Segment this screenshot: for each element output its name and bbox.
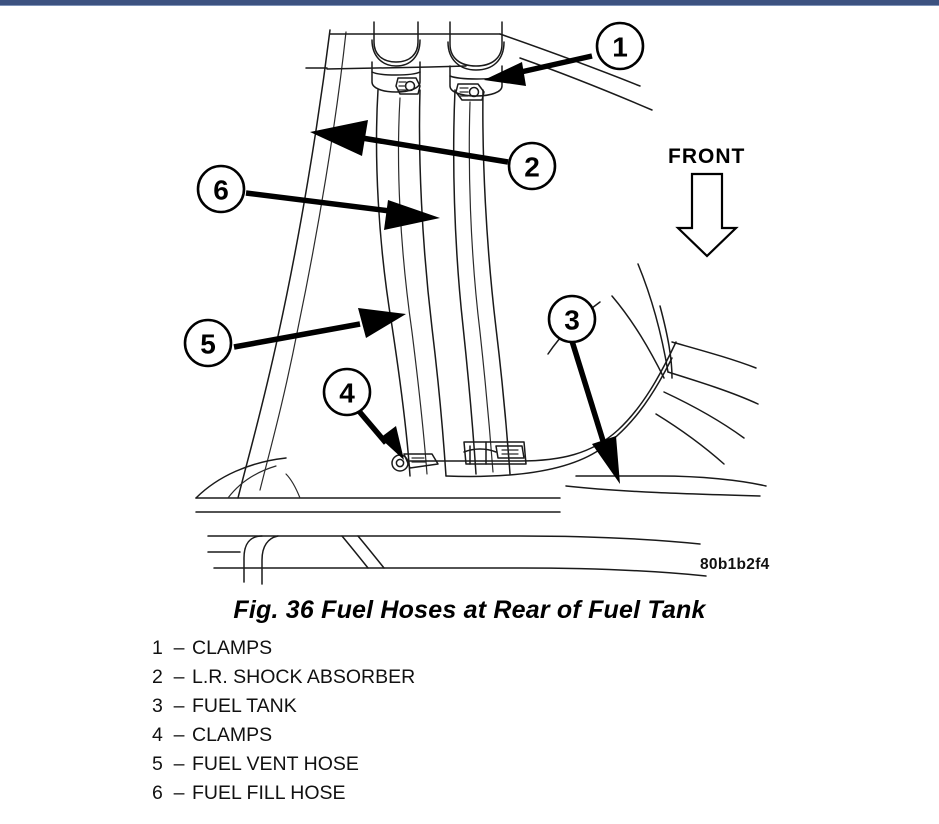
front-arrow-icon: [675, 172, 739, 258]
legend-number: 4: [152, 724, 163, 746]
legend-item: 1–CLAMPS: [152, 634, 752, 663]
legend-item: 4–CLAMPS: [152, 721, 752, 750]
legend-number: 1: [152, 637, 163, 659]
legend-item: 3–FUEL TANK: [152, 692, 752, 721]
callout-3-number: 3: [564, 305, 580, 336]
page-top-rule: [0, 0, 939, 6]
legend-number: 6: [152, 782, 163, 804]
legend-separator: –: [173, 637, 185, 659]
wheelhouse-arc: [195, 457, 287, 499]
legend-item: 6–FUEL FILL HOSE: [152, 779, 752, 808]
legend-number: 2: [152, 666, 163, 688]
legend-item: 2–L.R. SHOCK ABSORBER: [152, 663, 752, 692]
legend-number: 3: [152, 695, 163, 717]
callout-bubble-3[interactable]: 3: [547, 294, 597, 344]
leader-5: [233, 308, 406, 350]
legend-label: CLAMPS: [192, 724, 273, 746]
hose-clamp-right: [447, 21, 505, 101]
figure-illustration: 1 2 3 4 5 6: [0, 6, 939, 592]
front-label: FRONT: [668, 145, 745, 168]
legend-separator: –: [173, 695, 185, 717]
legend-label: FUEL VENT HOSE: [192, 753, 359, 775]
callout-2-number: 2: [524, 152, 540, 183]
callout-5-number: 5: [200, 329, 216, 360]
leader-3: [569, 340, 620, 484]
callout-bubble-1[interactable]: 1: [595, 21, 645, 71]
legend-label: FUEL TANK: [192, 695, 297, 717]
clamp-fitting-lower-left: [391, 453, 439, 472]
callout-6-number: 6: [213, 175, 229, 206]
front-direction-indicator: FRONT: [668, 145, 745, 258]
leader-2: [310, 120, 509, 165]
leader-6: [245, 190, 440, 230]
callout-bubble-6[interactable]: 6: [196, 164, 246, 214]
figure-code: 80b1b2f4: [700, 556, 770, 573]
legend-separator: –: [173, 782, 185, 804]
callout-bubble-4[interactable]: 4: [322, 367, 372, 417]
legend-label: FUEL FILL HOSE: [192, 782, 346, 804]
callout-1-number: 1: [612, 32, 628, 63]
frame-rails: [195, 473, 707, 585]
clamp-fitting-lower-right: [463, 441, 527, 465]
legend-separator: –: [173, 724, 185, 746]
leader-1: [484, 53, 593, 86]
figure-caption: Fig. 36 Fuel Hoses at Rear of Fuel Tank: [233, 596, 706, 624]
legend-number: 5: [152, 753, 163, 775]
underbody-panel-lines: [237, 29, 653, 499]
legend-separator: –: [173, 753, 185, 775]
fuel-tank-body: [409, 263, 767, 497]
hose-clamp-left: [371, 21, 421, 95]
leader-4: [355, 408, 404, 460]
callout-4-number: 4: [339, 378, 355, 409]
figure-legend: 1–CLAMPS 2–L.R. SHOCK ABSORBER 3–FUEL TA…: [152, 634, 752, 808]
legend-item: 5–FUEL VENT HOSE: [152, 750, 752, 779]
fuel-vent-hose: [452, 89, 511, 475]
legend-separator: –: [173, 666, 185, 688]
legend-label: CLAMPS: [192, 637, 273, 659]
callout-bubble-5[interactable]: 5: [183, 318, 233, 368]
legend-label: L.R. SHOCK ABSORBER: [192, 666, 416, 688]
callout-bubble-2[interactable]: 2: [507, 141, 557, 191]
